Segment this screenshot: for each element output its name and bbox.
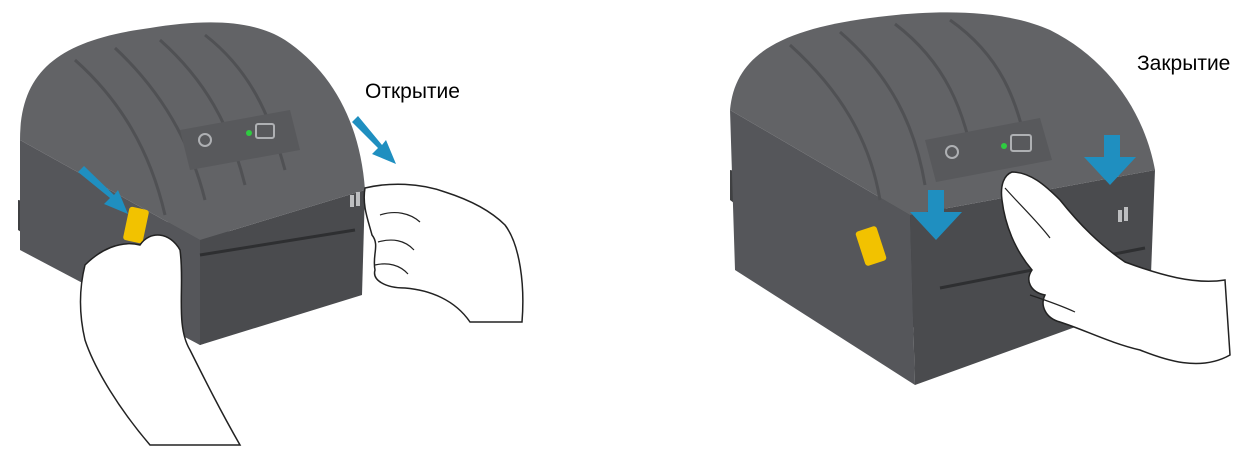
status-led-icon xyxy=(1001,143,1007,149)
open-illustration: Открытие xyxy=(0,0,560,450)
close-illustration: Закрытие xyxy=(700,0,1237,450)
open-printer-drawing xyxy=(0,0,560,450)
caption-close: Закрытие xyxy=(1137,52,1230,76)
caption-open: Открытие xyxy=(365,80,460,104)
status-led-icon xyxy=(246,130,252,136)
right-hand xyxy=(364,184,523,322)
